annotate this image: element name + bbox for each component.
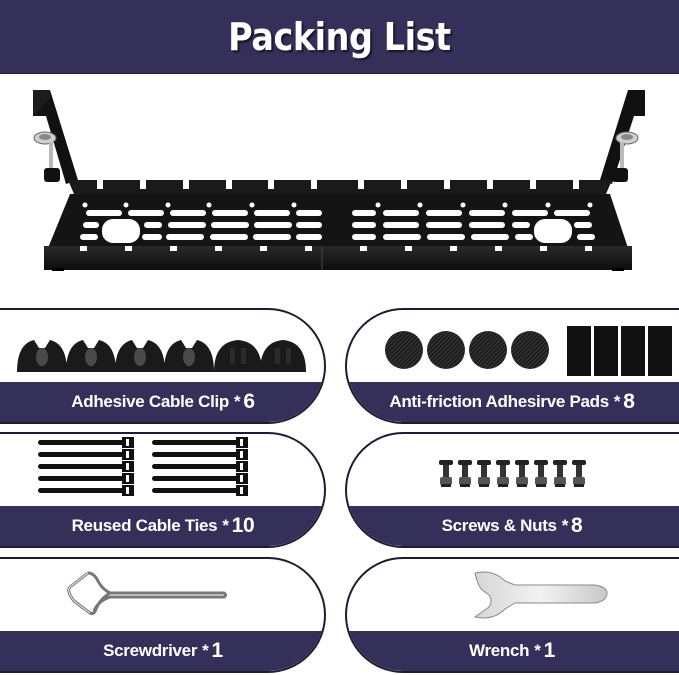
item-separator: * (561, 516, 569, 535)
cable-tray-icon (33, 90, 645, 271)
item-name: Adhesive Cable Clip (71, 392, 229, 411)
item-label: Reused Cable Ties * 10 (0, 506, 324, 546)
item-card-screws-nuts: Screws & Nuts * 8 (345, 432, 679, 548)
screw-nut-icon (439, 460, 586, 487)
item-card-screwdriver: Screwdriver * 1 (0, 557, 326, 673)
item-name: Anti-friction Adhesirve Pads (389, 392, 609, 411)
item-visual (0, 434, 324, 506)
item-name: Wrench (469, 641, 530, 660)
item-separator: * (202, 641, 209, 660)
item-visual (347, 559, 679, 631)
item-quantity: 8 (623, 390, 635, 413)
item-visual (0, 310, 324, 382)
screwdriver-icon (67, 571, 227, 615)
item-quantity: 1 (211, 639, 223, 662)
item-separator: * (222, 516, 229, 535)
page-title: Packing List (228, 14, 451, 59)
item-card-wrench: Wrench * 1 (345, 557, 679, 673)
item-quantity: 10 (231, 514, 255, 537)
cable-tray-image (0, 76, 679, 296)
item-label: Screws & Nuts * 8 (347, 506, 679, 546)
item-card-cable-ties: Reused Cable Ties * 10 (0, 432, 326, 548)
item-separator: * (234, 392, 241, 411)
item-quantity: 8 (571, 514, 583, 537)
item-visual (347, 310, 679, 382)
item-label: Screwdriver * 1 (0, 631, 324, 671)
cable-clip-icon (17, 340, 306, 372)
item-name: Screws & Nuts (441, 516, 557, 535)
item-visual (347, 434, 679, 506)
item-separator: * (534, 641, 541, 660)
header-banner: Packing List (0, 0, 679, 74)
wrench-icon (473, 571, 608, 619)
item-label: Anti-friction Adhesirve Pads * 8 (347, 382, 679, 422)
item-card-cable-clip: Adhesive Cable Clip * 6 (0, 308, 326, 424)
item-label: Wrench * 1 (347, 631, 679, 671)
cable-tie-icon (38, 437, 248, 496)
item-quantity: 6 (243, 390, 255, 413)
item-name: Reused Cable Ties (71, 516, 218, 535)
item-separator: * (613, 392, 621, 411)
item-name: Screwdriver (103, 641, 198, 660)
item-visual (0, 559, 324, 631)
adhesive-pad-icon (385, 326, 672, 376)
item-label: Adhesive Cable Clip * 6 (0, 382, 324, 422)
item-quantity: 1 (543, 639, 556, 662)
item-card-adhesive-pads: Anti-friction Adhesirve Pads * 8 (345, 308, 679, 424)
